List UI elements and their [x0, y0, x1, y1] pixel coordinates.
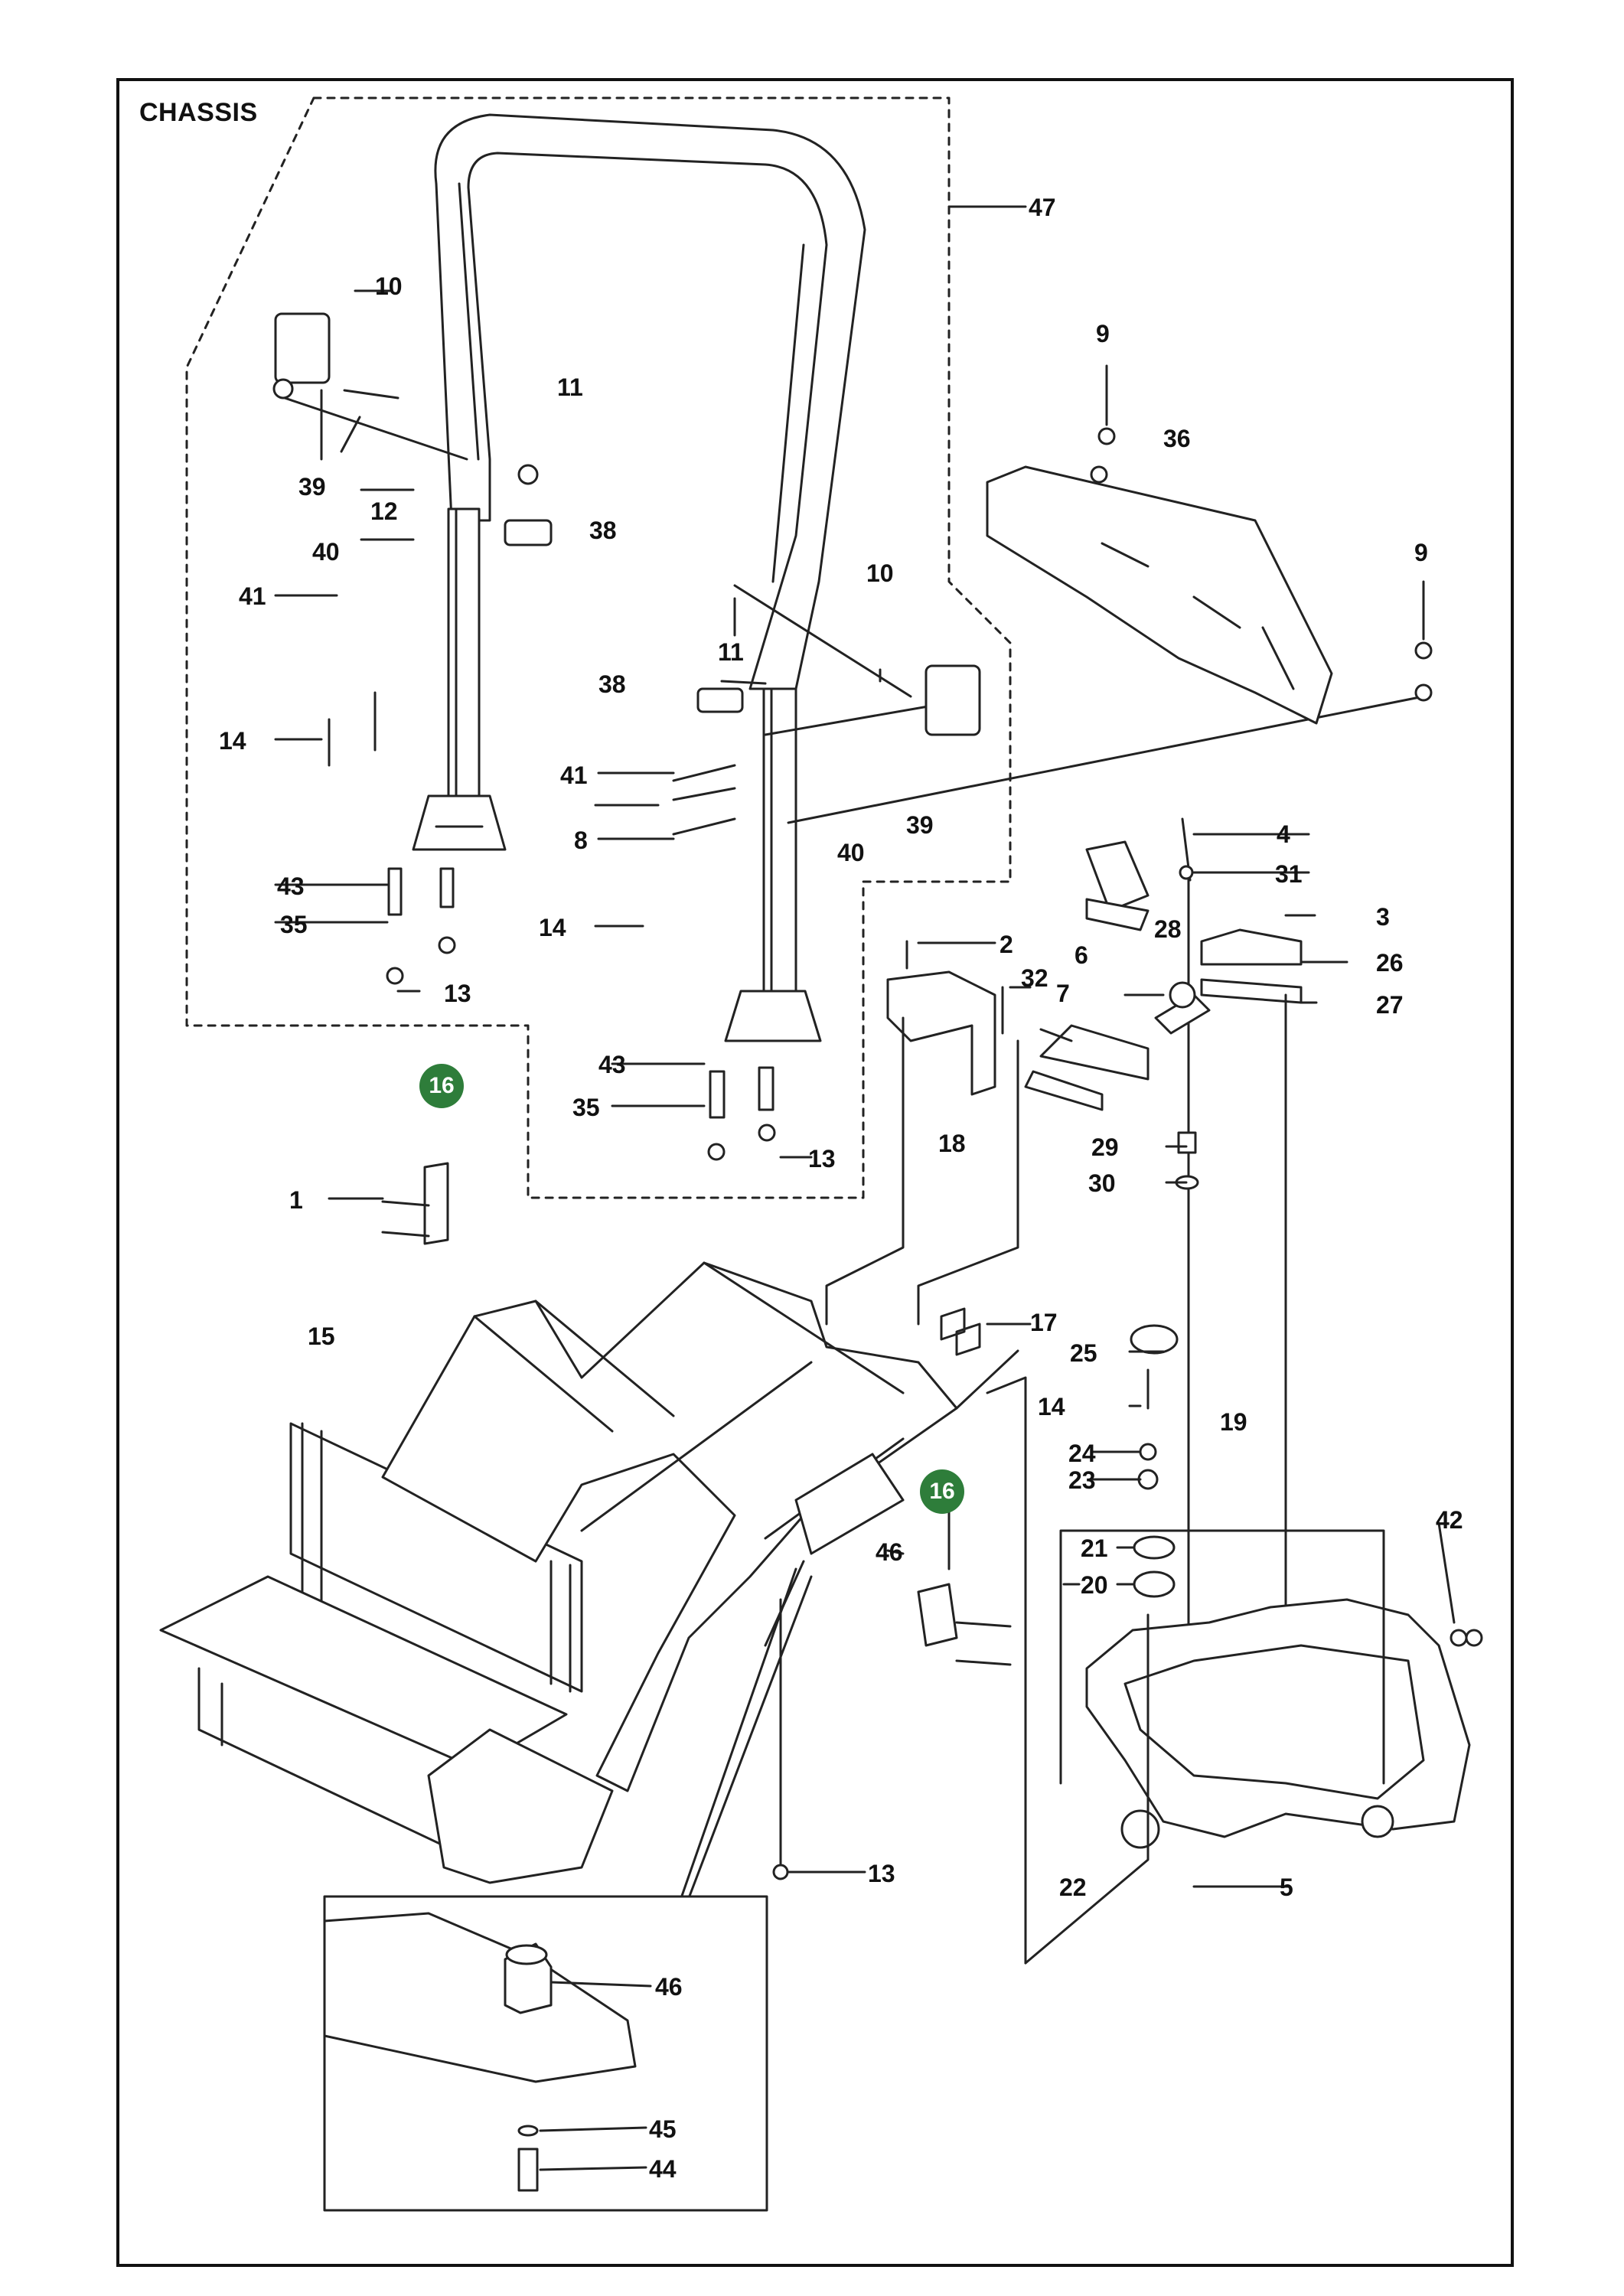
callout-17: 17 [1030, 1309, 1058, 1336]
callout-41: 41 [239, 582, 266, 610]
callout-26: 26 [1376, 949, 1404, 977]
callout-30: 30 [1088, 1169, 1116, 1197]
callout-35: 35 [280, 911, 308, 938]
callout-6: 6 [1075, 941, 1088, 969]
callout-43-right: 43 [598, 1051, 626, 1078]
callout-39: 39 [298, 473, 326, 501]
callout-22: 22 [1059, 1874, 1087, 1901]
callout-32: 32 [1021, 964, 1048, 992]
callout-2: 2 [1000, 931, 1013, 958]
callout-36: 36 [1163, 425, 1191, 452]
callout-21: 21 [1081, 1534, 1108, 1562]
callout-45: 45 [649, 2115, 677, 2143]
callout-12: 12 [370, 497, 398, 525]
callout-35-right: 35 [572, 1094, 600, 1121]
callout-40-right: 40 [837, 839, 865, 866]
callout-19: 19 [1220, 1408, 1247, 1436]
callout-11: 11 [557, 373, 583, 401]
callout-11-right: 11 [718, 638, 744, 666]
callout-46: 46 [876, 1538, 903, 1566]
callout-3: 3 [1376, 903, 1390, 931]
callout-10: 10 [375, 272, 403, 300]
callout-41-right: 41 [560, 762, 588, 789]
callout-18: 18 [938, 1130, 966, 1157]
callout-8: 8 [574, 827, 588, 854]
callout-13-lower: 13 [868, 1860, 895, 1887]
callout-15: 15 [308, 1322, 335, 1350]
callout-14: 14 [219, 727, 246, 755]
callout-28: 28 [1154, 915, 1182, 943]
callout-14-right: 14 [539, 914, 566, 941]
callout-47: 47 [1029, 194, 1056, 221]
callout-46-inset: 46 [655, 1973, 683, 2001]
callout-43: 43 [277, 872, 305, 900]
callout-4: 4 [1277, 820, 1290, 848]
callout-31: 31 [1275, 860, 1303, 888]
callout-27: 27 [1376, 991, 1404, 1019]
callout-44: 44 [649, 2155, 677, 2183]
callout-13-right: 13 [808, 1145, 836, 1172]
diagram-title: CHASSIS [139, 98, 258, 127]
callout-badge-16-lower: 16 [920, 1469, 964, 1514]
callout-14-lower: 14 [1038, 1393, 1065, 1420]
callout-13: 13 [444, 980, 471, 1007]
callout-20: 20 [1081, 1571, 1108, 1599]
callout-9: 9 [1096, 320, 1110, 347]
callout-24: 24 [1068, 1440, 1096, 1467]
callout-badge-16: 16 [419, 1064, 464, 1108]
callout-9-right: 9 [1414, 539, 1428, 566]
callout-23: 23 [1068, 1466, 1096, 1494]
callout-7: 7 [1056, 980, 1070, 1007]
callout-38: 38 [589, 517, 617, 544]
callout-10-right: 10 [866, 559, 894, 587]
diagram-border [116, 78, 1514, 2267]
callout-39-right: 39 [906, 811, 934, 839]
callout-1: 1 [289, 1186, 303, 1214]
callout-29: 29 [1091, 1133, 1119, 1161]
callout-25: 25 [1070, 1339, 1097, 1367]
callout-42: 42 [1436, 1506, 1463, 1534]
callout-38-right: 38 [598, 670, 626, 698]
callout-40: 40 [312, 538, 340, 566]
callout-5: 5 [1280, 1874, 1293, 1901]
